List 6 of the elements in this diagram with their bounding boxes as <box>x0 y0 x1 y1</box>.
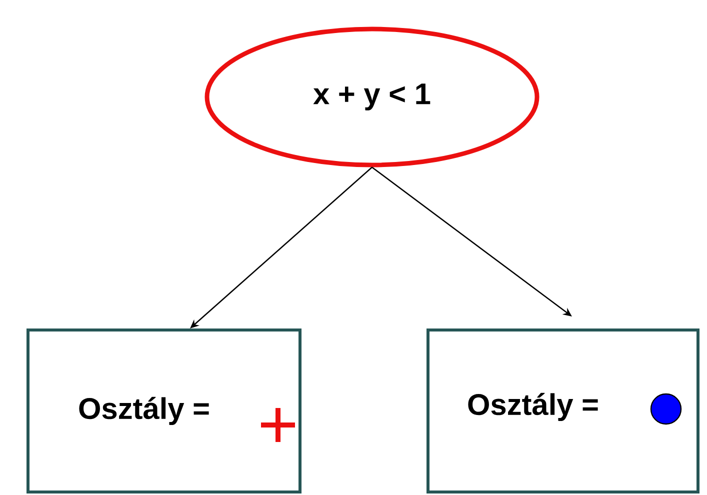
condition-ellipse <box>204 26 540 168</box>
class-box <box>426 328 700 494</box>
node-text: Osztály = <box>79 396 209 426</box>
class-box <box>26 328 302 494</box>
node-text: Osztály = <box>468 392 598 422</box>
node-text: x + y < 1 <box>313 84 430 110</box>
